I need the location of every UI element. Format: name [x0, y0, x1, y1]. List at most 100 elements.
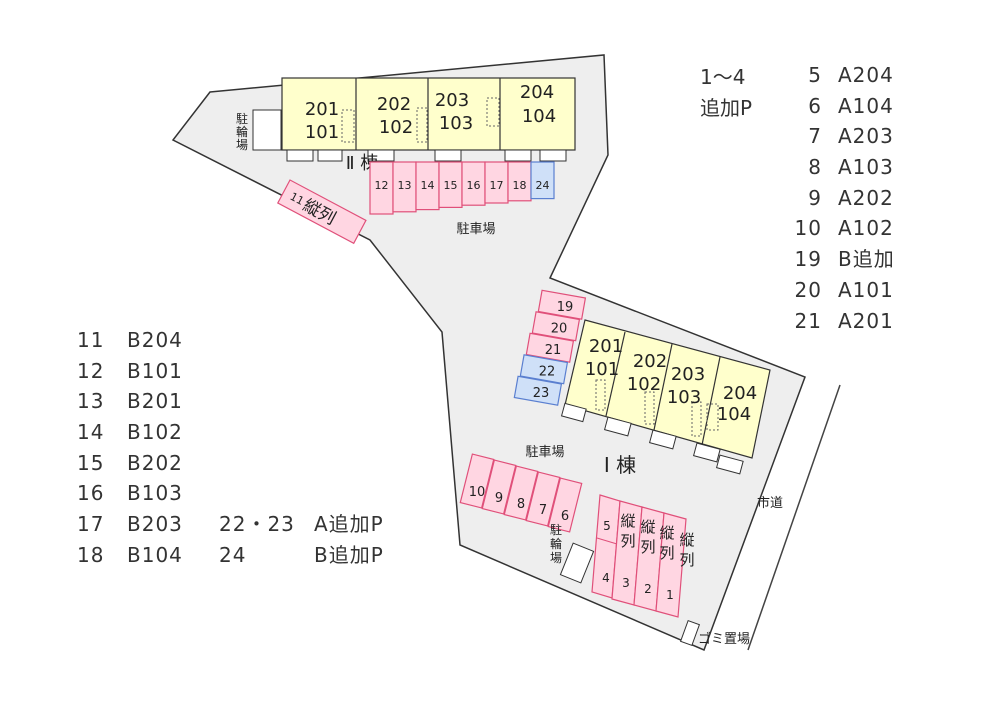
legend-unit-code: A204: [838, 63, 894, 87]
b2-unit-203: 203: [435, 90, 469, 111]
parking-space-19: 19: [537, 289, 587, 320]
b2-unit-101: 101: [305, 122, 339, 143]
parking-space-14: 14: [415, 161, 440, 211]
legend-right-row: 7 A203: [782, 121, 962, 152]
legend-right-row: 5 A204: [782, 60, 962, 91]
b1-unit-201: 201: [589, 336, 623, 357]
legend-extra-text: A追加P: [314, 512, 384, 537]
parking-number-2: 2: [644, 582, 652, 596]
legend-number: 11: [77, 328, 105, 352]
parking-number-5: 5: [603, 519, 611, 533]
legend-unit-code: A202: [838, 185, 894, 210]
parking-space-22: 22: [519, 354, 569, 385]
legend-number: 8: [808, 155, 822, 180]
legend-unit-code: B204: [127, 328, 183, 352]
parking-number-4: 4: [602, 571, 610, 585]
legend-unit-code: B追加: [838, 247, 895, 272]
b1-unit-102: 102: [627, 374, 661, 395]
building-1-block: [564, 319, 771, 459]
legend-number: 18: [77, 542, 105, 567]
legend-unit-code: B202: [127, 450, 183, 475]
parking-space-6: 6: [547, 477, 583, 533]
parking-number-6: 6: [561, 509, 569, 524]
parking-number-8: 8: [517, 497, 525, 512]
parking-space-23: 23: [513, 375, 563, 406]
legend-unit-code: A203: [838, 124, 894, 149]
parking-space-16: 16: [461, 161, 486, 206]
parking-number-18: 18: [513, 179, 527, 192]
parking-number-24: 24: [536, 179, 550, 192]
legend-number: 12: [77, 358, 105, 383]
legend-right-row: 21 A201: [782, 306, 962, 337]
parking-number-21: 21: [545, 343, 562, 358]
bicycle-parking-south: [559, 542, 595, 584]
legend-number: 20: [794, 277, 822, 302]
legend-unit-code: B104: [127, 542, 183, 567]
parking-space-20: 20: [531, 311, 581, 342]
legend-left-row: 12 B101: [77, 356, 437, 387]
parking-number-3: 3: [622, 576, 630, 590]
garbage-area: [679, 619, 701, 647]
b1-unit-104: 104: [717, 404, 751, 425]
parking-space-8: 8: [503, 465, 539, 521]
b2-unit-103: 103: [439, 113, 473, 134]
b2-unit-202: 202: [377, 94, 411, 115]
parking-number-7: 7: [539, 503, 547, 518]
parking-number-10: 10: [469, 485, 486, 500]
legend-right-row: 8 A103: [782, 152, 962, 183]
parking-number-19: 19: [557, 300, 574, 315]
parking-space-7: 7: [525, 471, 561, 527]
garbage-label: ゴミ置場: [698, 631, 750, 647]
parking-number-23: 23: [533, 386, 550, 401]
legend-unit-code: B101: [127, 358, 183, 383]
parking-space-21: 21: [525, 332, 575, 363]
parking-number-13: 13: [398, 179, 412, 192]
parking-number-1: 1: [666, 588, 674, 602]
parking-number-12: 12: [375, 179, 389, 192]
bicycle-parking-label-north: 駐輪場: [236, 111, 248, 152]
b1-unit-101: 101: [585, 359, 619, 380]
svg-text:11: 11: [288, 190, 306, 208]
north-tandem-space: 11 縦列: [276, 179, 367, 245]
legend-unit-code: A201: [838, 308, 894, 333]
parking-label-south: 駐車場: [525, 445, 564, 460]
b1-unit-103: 103: [667, 387, 701, 408]
legend-number: 15: [77, 450, 105, 475]
legend-top-line2: 追加P: [700, 96, 753, 120]
parking-space-17: 17: [484, 161, 509, 204]
legend-number: 7: [808, 124, 822, 149]
parking-number-17: 17: [490, 179, 504, 192]
legend-number: 10: [794, 216, 822, 241]
b2-unit-204: 204: [520, 82, 554, 103]
legend-left-row: 11 B204: [77, 325, 437, 356]
legend-unit-code: A103: [838, 155, 894, 180]
legend-unit-code: A104: [838, 93, 894, 118]
legend-extra-number: 24: [219, 542, 247, 567]
legend-number: 21: [794, 308, 822, 333]
legend-unit-code: A102: [838, 216, 894, 241]
parking-number-20: 20: [551, 322, 568, 337]
legend-unit-code: B201: [127, 389, 183, 414]
tandem-label: 縦列: [679, 531, 694, 569]
b2-unit-102: 102: [379, 117, 413, 138]
b1-unit-203: 203: [671, 364, 705, 385]
b1-unit-202: 202: [633, 351, 667, 372]
legend-number: 16: [77, 481, 105, 506]
parking-space-1: 1: [655, 512, 687, 618]
legend-unit-code: B102: [127, 420, 183, 445]
parking-number-9: 9: [495, 491, 503, 506]
b1-unit-204: 204: [723, 383, 757, 404]
legend-number: 5: [808, 63, 822, 87]
b2-unit-201: 201: [305, 99, 339, 120]
legend-additional-parking: 1〜4 追加P: [700, 62, 752, 124]
parking-number-22: 22: [539, 365, 556, 380]
parking-label-north: 駐車場: [456, 222, 495, 237]
parking-space-13: 13: [392, 161, 417, 213]
